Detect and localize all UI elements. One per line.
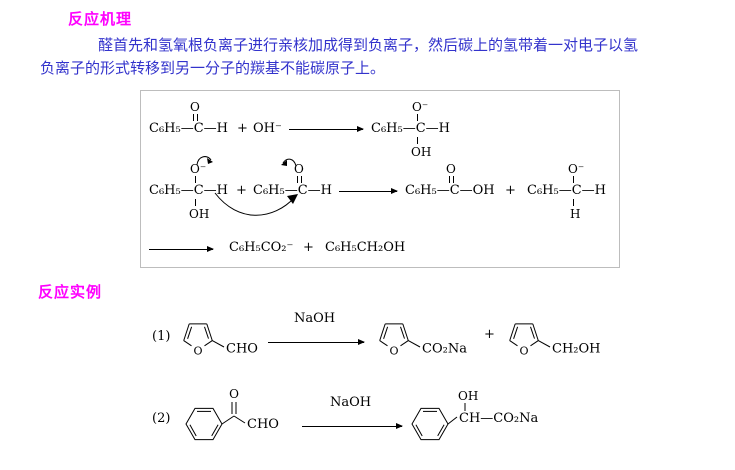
atom-hydrogen: H: [570, 207, 581, 221]
structure-phenylglyoxal: O CHO: [182, 384, 297, 446]
electron-push-curl-icon: [281, 158, 297, 167]
hydroxyl-group: OH: [411, 145, 432, 159]
plus-sign: +: [237, 121, 248, 136]
hydride-transfer-arrow-icon: [214, 192, 298, 216]
reagent-naoh: NaOH: [330, 395, 372, 410]
ch-carboxylate-group: CH—CO₂Na: [459, 411, 538, 426]
reaction-arrow: [268, 339, 365, 345]
hydroxyl-group: OH: [458, 389, 478, 403]
aldehyde-group: CHO: [226, 342, 258, 357]
furan-ring: [183, 323, 225, 348]
reaction-arrow: [149, 246, 214, 252]
structure-alkoxide-intermediate: O⁻ C₆H₅—C—H OH: [149, 156, 228, 221]
benzene-ring: [411, 407, 449, 441]
double-bond: [453, 176, 454, 183]
reaction-arrow: [289, 126, 364, 132]
formula-phch: C₆H₅—C—H: [371, 121, 450, 136]
double-bond: [301, 176, 302, 183]
oxide-anion: O⁻: [190, 162, 207, 176]
structure-benzaldehyde: O C₆H₅—C—H: [149, 100, 228, 141]
example-number: (2): [152, 411, 171, 426]
formula-phcooh: C₆H₅—C—OH: [405, 183, 495, 198]
benzene-ring: [185, 407, 223, 441]
section-title-examples: 反应实例: [38, 284, 103, 301]
reaction-arrow: [302, 423, 403, 429]
formula-phch: C₆H₅—C—H: [149, 183, 228, 198]
formula-phch: C₆H₅—C—H: [527, 183, 606, 198]
benzyl-alcohol-formula: C₆H₅CH₂OH: [325, 240, 406, 255]
double-bond: [449, 176, 450, 183]
single-bond: [195, 199, 196, 206]
single-bond: [195, 176, 196, 183]
mechanism-scheme-box: O C₆H₅—C—H + OH⁻ O⁻ C₆H₅—C—H OH O⁻ C₆H₅—…: [140, 90, 620, 268]
hydroxymethyl-group: CH₂OH: [552, 342, 601, 357]
carboxylate-group: CO₂Na: [422, 342, 467, 357]
atom-oxygen: O: [190, 100, 200, 114]
plus-sign: +: [484, 327, 495, 342]
carbonyl-bonds: [221, 402, 246, 425]
reagent-naoh: NaOH: [294, 311, 336, 326]
substituent-bonds: [447, 403, 466, 425]
double-bond: [297, 176, 298, 183]
ring-oxygen: O: [519, 345, 528, 358]
structure-furoate: O CO₂Na: [374, 316, 479, 360]
structure-benzoic-acid: O C₆H₅—C—OH: [405, 162, 495, 203]
oxide-anion: O⁻: [568, 162, 585, 176]
hydroxyl-group: OH: [189, 207, 210, 221]
plus-sign: +: [505, 183, 516, 198]
single-bond: [573, 176, 574, 183]
single-bond: [417, 114, 418, 121]
single-bond: [573, 199, 574, 206]
furan-ring: [379, 323, 421, 348]
plus-sign: +: [236, 183, 247, 198]
atom-oxygen: O: [446, 162, 456, 176]
single-bond: [417, 137, 418, 144]
structure-benzyl-alkoxide: O⁻ C₆H₅—C—H H: [527, 162, 606, 225]
double-bond: [193, 114, 194, 121]
formula-phch: C₆H₅—C—H: [149, 121, 228, 136]
structure-benzaldehyde: O C₆H₅—C—H: [253, 158, 332, 203]
structure-furfuryl-alcohol: O CH₂OH: [504, 316, 614, 360]
structure-furfural: O CHO: [178, 316, 273, 360]
reaction-arrow: [339, 188, 398, 194]
benzoate-formula: C₆H₅CO₂⁻: [229, 240, 294, 255]
plus-sign: +: [303, 240, 314, 255]
electron-push-curl-icon: [196, 156, 213, 166]
structure-alkoxide-intermediate: O⁻ C₆H₅—C—H OH: [371, 100, 450, 159]
mechanism-paragraph-line2: 负离子的形式转移到另一分子的羰基不能碳原子上。: [40, 60, 386, 77]
mechanism-paragraph-line1: 醛首先和氢氧根负离子进行亲核加成得到负离子，然后碳上的氢带着一对电子以氢: [98, 37, 639, 54]
atom-oxygen: O: [294, 162, 304, 176]
double-bond: [197, 114, 198, 121]
example-number: (1): [152, 329, 171, 344]
hydroxide-ion: OH⁻: [253, 121, 282, 136]
carbonyl-oxygen: O: [229, 387, 239, 401]
formula-phch: C₆H₅—C—H: [253, 183, 332, 198]
ring-oxygen: O: [193, 345, 202, 358]
aldehyde-group: CHO: [247, 417, 279, 432]
structure-sodium-mandelate: OH CH—CO₂Na: [408, 384, 543, 446]
section-title-mechanism: 反应机理: [68, 11, 133, 28]
oxide-anion: O⁻: [412, 100, 429, 114]
ring-oxygen: O: [389, 345, 398, 358]
furan-ring: [509, 323, 551, 348]
